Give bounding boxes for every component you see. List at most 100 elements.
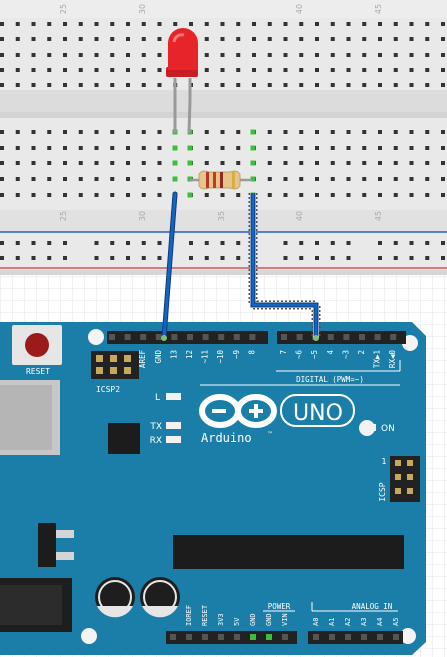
breadboard-hole[interactable]: [94, 22, 99, 26]
breadboard-hole[interactable]: [126, 193, 130, 197]
breadboard-hole[interactable]: [157, 53, 162, 57]
breadboard-hole[interactable]: [94, 256, 99, 260]
breadboard-hole[interactable]: [157, 130, 162, 134]
breadboard-hole[interactable]: [393, 256, 398, 260]
breadboard-hole[interactable]: [220, 22, 225, 26]
breadboard-hole[interactable]: [204, 161, 209, 165]
breadboard-hole[interactable]: [409, 241, 414, 245]
breadboard-hole[interactable]: [63, 53, 67, 57]
breadboard-hole[interactable]: [189, 22, 193, 26]
breadboard-hole[interactable]: [220, 53, 225, 57]
breadboard-hole[interactable]: [141, 53, 146, 57]
breadboard-hole[interactable]: [362, 161, 367, 165]
breadboard-hole[interactable]: [425, 68, 430, 72]
breadboard-hole[interactable]: [47, 241, 52, 245]
breadboard-hole[interactable]: [378, 146, 382, 150]
breadboard-hole[interactable]: [15, 37, 20, 41]
breadboard-hole[interactable]: [204, 22, 209, 26]
breadboard-hole[interactable]: [283, 83, 288, 87]
breadboard-hole[interactable]: [31, 193, 36, 197]
breadboard-hole[interactable]: [63, 193, 67, 197]
breadboard-hole[interactable]: [15, 83, 20, 87]
breadboard-hole[interactable]: [378, 161, 382, 165]
breadboard-hole[interactable]: [267, 83, 272, 87]
breadboard-hole[interactable]: [126, 68, 130, 72]
breadboard-hole[interactable]: [315, 22, 319, 26]
connected-hole[interactable]: [250, 176, 256, 182]
breadboard-hole[interactable]: [362, 193, 367, 197]
breadboard-hole[interactable]: [47, 177, 52, 181]
breadboard-hole[interactable]: [283, 53, 288, 57]
breadboard-hole[interactable]: [299, 241, 304, 245]
breadboard-hole[interactable]: [236, 130, 241, 134]
breadboard-hole[interactable]: [236, 22, 241, 26]
breadboard-hole[interactable]: [31, 83, 36, 87]
breadboard-hole[interactable]: [0, 241, 4, 245]
breadboard-hole[interactable]: [126, 146, 130, 150]
breadboard-hole[interactable]: [110, 241, 115, 245]
breadboard-hole[interactable]: [110, 130, 115, 134]
breadboard-hole[interactable]: [15, 241, 20, 245]
breadboard-hole[interactable]: [157, 37, 162, 41]
header-pin[interactable]: [296, 334, 303, 340]
breadboard-hole[interactable]: [267, 22, 272, 26]
breadboard-hole[interactable]: [330, 22, 335, 26]
breadboard-hole[interactable]: [94, 130, 99, 134]
breadboard-hole[interactable]: [299, 177, 304, 181]
breadboard-hole[interactable]: [362, 37, 367, 41]
breadboard-hole[interactable]: [47, 83, 52, 87]
breadboard-hole[interactable]: [0, 161, 4, 165]
breadboard-hole[interactable]: [409, 22, 414, 26]
breadboard-hole[interactable]: [157, 241, 162, 245]
breadboard-hole[interactable]: [126, 130, 130, 134]
breadboard-hole[interactable]: [141, 193, 146, 197]
breadboard-hole[interactable]: [393, 130, 398, 134]
breadboard-hole[interactable]: [236, 146, 241, 150]
breadboard-hole[interactable]: [220, 146, 225, 150]
breadboard-hole[interactable]: [236, 256, 241, 260]
breadboard-hole[interactable]: [157, 161, 162, 165]
breadboard-hole[interactable]: [330, 68, 335, 72]
breadboard-hole[interactable]: [236, 37, 241, 41]
breadboard-hole[interactable]: [236, 83, 241, 87]
connected-hole[interactable]: [172, 176, 178, 182]
breadboard-hole[interactable]: [409, 37, 414, 41]
connected-hole[interactable]: [250, 129, 256, 135]
header-pin[interactable]: [171, 334, 178, 340]
breadboard-hole[interactable]: [425, 53, 430, 57]
breadboard-hole[interactable]: [315, 146, 319, 150]
breadboard-hole[interactable]: [299, 22, 304, 26]
breadboard-hole[interactable]: [47, 68, 52, 72]
breadboard-hole[interactable]: [267, 146, 272, 150]
breadboard-hole[interactable]: [315, 193, 319, 197]
breadboard-hole[interactable]: [204, 256, 209, 260]
breadboard-hole[interactable]: [173, 22, 178, 26]
breadboard-hole[interactable]: [157, 146, 162, 150]
breadboard-hole[interactable]: [141, 177, 146, 181]
breadboard-hole[interactable]: [236, 68, 241, 72]
breadboard-hole[interactable]: [441, 177, 445, 181]
breadboard-hole[interactable]: [15, 193, 20, 197]
breadboard-hole[interactable]: [441, 130, 445, 134]
resistor[interactable]: [190, 170, 252, 190]
breadboard-hole[interactable]: [31, 177, 36, 181]
breadboard-hole[interactable]: [267, 177, 272, 181]
breadboard-hole[interactable]: [236, 193, 241, 197]
breadboard-hole[interactable]: [330, 193, 335, 197]
breadboard-hole[interactable]: [378, 241, 382, 245]
header-pin[interactable]: [374, 334, 381, 340]
breadboard-hole[interactable]: [299, 193, 304, 197]
breadboard-hole[interactable]: [346, 193, 351, 197]
breadboard-hole[interactable]: [330, 241, 335, 245]
breadboard-hole[interactable]: [220, 130, 225, 134]
breadboard-hole[interactable]: [63, 37, 67, 41]
breadboard-hole[interactable]: [283, 22, 288, 26]
breadboard-hole[interactable]: [63, 177, 67, 181]
breadboard-hole[interactable]: [362, 22, 367, 26]
breadboard-hole[interactable]: [315, 53, 319, 57]
breadboard-hole[interactable]: [204, 37, 209, 41]
breadboard-hole[interactable]: [63, 22, 67, 26]
breadboard-hole[interactable]: [283, 177, 288, 181]
breadboard-hole[interactable]: [393, 83, 398, 87]
breadboard-hole[interactable]: [78, 22, 83, 26]
